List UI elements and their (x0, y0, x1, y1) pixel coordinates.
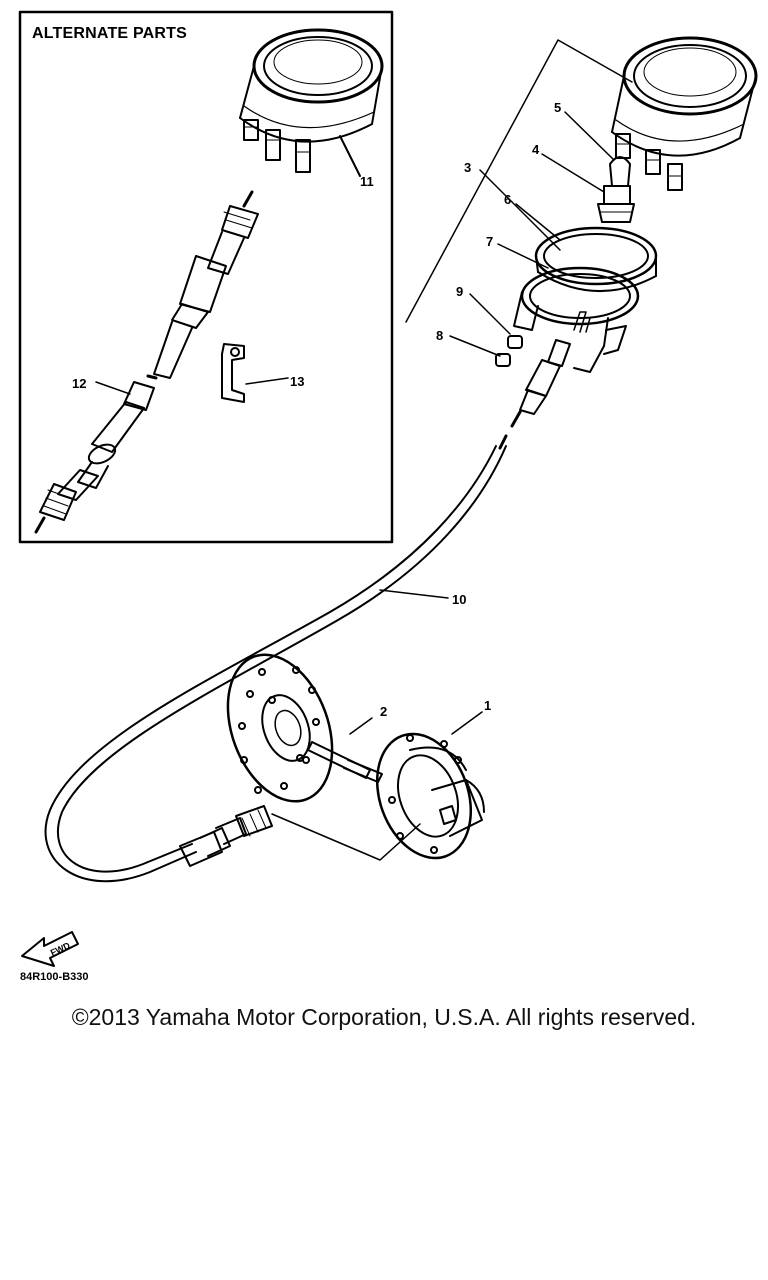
fitting-leader (271, 813, 421, 861)
drive-shaft-2 (307, 717, 383, 783)
callout-6: 6 (504, 192, 511, 207)
meter-bracket (513, 291, 627, 373)
callout-8: 8 (436, 328, 443, 343)
copyright-notice: ©2013 Yamaha Motor Corporation, U.S.A. A… (71, 1004, 697, 1030)
callout-13: 13 (290, 374, 304, 389)
fwd-arrow-icon (21, 931, 79, 967)
callout-7: 7 (486, 234, 493, 249)
assembly-leader-frame (405, 39, 633, 323)
alternate-parts-box (18, 10, 394, 544)
callout-12: 12 (72, 376, 86, 391)
bulb-socket (597, 156, 635, 223)
drive-plate (226, 653, 334, 803)
grommets (495, 335, 523, 367)
callout-4: 4 (532, 142, 540, 157)
callout-9: 9 (456, 284, 463, 299)
speedometer-head (611, 36, 758, 191)
callout-1: 1 (484, 698, 491, 713)
callout-leaders (379, 111, 615, 599)
alternate-parts-title: ALTERNATE PARTS (32, 25, 187, 42)
callout-2: 2 (380, 704, 387, 719)
inset-speedometer-11 (239, 28, 384, 177)
figure-code: 84R100-B330 (20, 971, 89, 983)
cable-upper-fitting (498, 339, 571, 450)
rubber-rings (520, 226, 658, 326)
speedometer-gear-unit-1 (375, 711, 485, 860)
callout-3: 3 (464, 160, 471, 175)
cable-lower-fitting (179, 805, 273, 867)
inset-cable-12 (34, 190, 259, 534)
inset-clamp-13 (221, 343, 289, 403)
callout-11: 11 (360, 174, 374, 189)
speedometer-cable-10 (44, 445, 507, 883)
callout-5: 5 (554, 100, 561, 115)
callout-10: 10 (452, 592, 466, 607)
